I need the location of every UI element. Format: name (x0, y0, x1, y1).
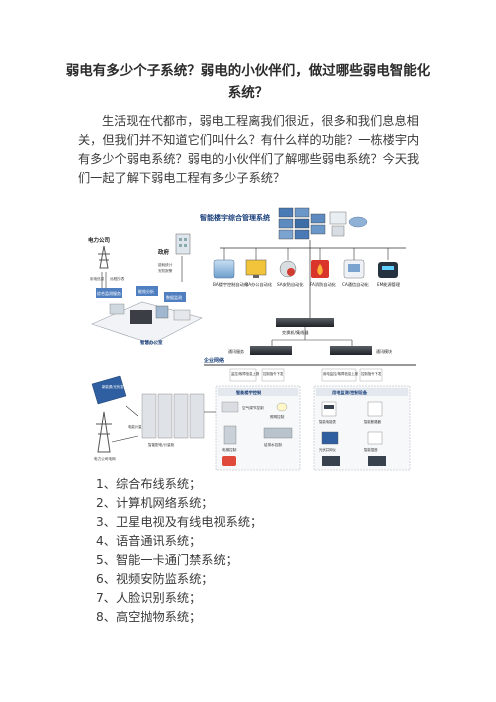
top-title: 智能楼宇综合管理系统 (200, 213, 270, 222)
power-label-2: 远程抄表 (110, 276, 125, 281)
monitor-wall (278, 207, 326, 240)
government-label: 政府 (158, 248, 170, 256)
article-title-line-1: 弱电有多少个子系统？弱电的小伙伴们，做过哪些弱电智能化 (65, 63, 431, 79)
list-item: 4、语音通讯系统； (96, 534, 202, 548)
list-item: 5、智能一卡通门禁系统； (96, 553, 238, 567)
office-tag-2 (136, 286, 158, 296)
subsystem-fa: FA消防自动化 (310, 248, 337, 288)
subsystem-ba-label: BA楼宇控制自动化 (213, 281, 249, 288)
uplink-labels: 监控/故障信息上报 控制指令下发 用电监控/故障信息上报 控制指令下发 (229, 368, 383, 382)
left-item-4: 给排水控制 (264, 442, 282, 447)
right-item-4: 智能插座 (364, 447, 378, 452)
switch-icon (276, 318, 334, 327)
article-title: 弱电有多少个子系统？弱电的小伙伴们，做过哪些弱电智能化 系统？ (60, 60, 436, 104)
power-company-block: 电力公司 用电信息 远程抄表 (88, 236, 125, 294)
left-gateway-icon (250, 346, 292, 355)
office-tag-2-text: 能效分析 (138, 288, 154, 294)
oa-icon (245, 259, 267, 276)
management-system: 智能楼宇综合管理系统 (200, 207, 368, 240)
list-item: 3、卫星电视及有线电视系统； (96, 515, 263, 529)
power-source-block: 新能源/光伏发电 电力公司电网 电能计量 智能配电/计量柜 (91, 375, 216, 461)
pump-icon (263, 427, 293, 439)
uplink-label-4: 控制指令下发 (361, 371, 382, 376)
gov-label-1: 能耗统计 (158, 262, 173, 267)
right-gateway-icon (330, 346, 372, 355)
office-caption: 智慧办公室 (140, 339, 163, 346)
grid-tower-icon (96, 411, 112, 453)
power-label-1: 用电信息 (90, 276, 105, 281)
ac-icon (221, 401, 239, 413)
right-item-1: 智能电能表 (319, 419, 337, 424)
government-block: 政府 能耗统计 安防报警 (158, 233, 191, 282)
cabinet-1 (141, 393, 157, 439)
right-gateway-label: 通讯模块 (376, 348, 392, 354)
list-item: 2、计算机网络系统； (96, 496, 214, 510)
right-box-title: 用电监测/控制设备 (332, 389, 368, 396)
subsystem-ca: CA通信自动化 (342, 248, 370, 288)
list-item: 6、视频安防监系统； (96, 572, 214, 586)
power-company-label: 电力公司 (88, 236, 110, 244)
left-item-3: 电梯控制 (222, 447, 237, 452)
list-item: 7、人脸识别系统； (96, 591, 202, 605)
office-tag-3 (164, 292, 186, 302)
meter-caption: 智能配电/计量柜 (148, 442, 175, 447)
list-item: 1、综合布线系统； (96, 477, 202, 491)
office-tag-1 (96, 288, 122, 298)
office-tag-3-text: 数据监测 (166, 294, 182, 300)
network-label: 企业网络 (203, 357, 224, 364)
power-tower-icon (98, 245, 110, 269)
office-tag-1-text: 综合监测服务 (97, 290, 121, 296)
subsystem-fa-label: FA消防自动化 (310, 281, 337, 288)
uplink-label-3: 用电监控/故障信息上报 (323, 371, 359, 376)
left-box-title: 智能楼宇控制 (236, 389, 261, 396)
subsystem-em-label: EM能源管理 (377, 281, 401, 288)
subsystem-ba: BA楼宇控制自动化 (213, 248, 249, 288)
metering-label: 电能计量 (128, 424, 142, 429)
smart-office-block: 综合监测服务 能效分析 数据监测 智慧办公室 (91, 286, 203, 346)
solar-label: 新能源/光伏发电 (102, 384, 127, 389)
article-title-line-2: 系统？ (227, 85, 269, 101)
smart-building-diagram: 智能楼宇综合管理系统 电力公司 用电信息 远程抄表 政府 能耗统计 安防报警 (88, 207, 416, 471)
subsystem-oa: OA办公自动化 (245, 248, 273, 288)
subsystem-em: EM能源管理 (377, 248, 401, 288)
subsystem-list: 1、综合布线系统； 2、计算机网络系统； 3、卫星电视及有线电视系统； 4、语音… (96, 475, 262, 627)
left-item-2: 照明控制 (270, 414, 285, 419)
router-icon (348, 216, 368, 228)
right-item-3: 光伏并网仪 (319, 447, 337, 452)
government-building-icon (175, 233, 191, 255)
smart-socket-icon (367, 431, 383, 445)
grid-label: 电力公司电网 (94, 456, 116, 461)
breaker-icon (367, 401, 383, 417)
subsystem-sa-label: SA安防自动化 (277, 281, 304, 288)
intro-paragraph: 生活现在代都市，弱电工程离我们很近，很多和我们息息相关，但我们并不知道它们叫什么… (78, 114, 420, 185)
gov-label-2: 安防报警 (158, 268, 173, 273)
switch-label: 交换机/集线器 (282, 329, 309, 336)
subsystem-sa: SA安防自动化 (277, 248, 304, 288)
uplink-label-1: 监控/故障信息上报 (231, 371, 260, 376)
central-switch: 交换机/集线器 (276, 318, 334, 336)
left-gateway-label: 通讯服务 (228, 348, 244, 354)
uplink-label-2: 控制指令下发 (263, 371, 284, 376)
left-item-1: 空气调节控制 (242, 405, 264, 410)
subsystems-row: BA楼宇控制自动化 OA办公自动化 SA安防自动化 FA消防自动化 CA通信自动… (213, 240, 406, 288)
right-gateway: 通讯模块 (330, 346, 392, 355)
pv-monitor-icon (321, 431, 339, 445)
right-item-2: 智能断路器 (364, 419, 382, 424)
light-icon (276, 402, 288, 412)
solar-panel-icon (91, 375, 127, 405)
cabinet-2 (157, 393, 173, 439)
cabinet-4 (189, 393, 205, 439)
subsystem-oa-label: OA办公自动化 (245, 281, 273, 288)
elevator-icon (223, 425, 237, 445)
ba-icon (213, 259, 235, 279)
cabinet-3 (173, 393, 189, 439)
list-item: 8、高空抛物系统； (96, 610, 202, 624)
building-control-box: 智能楼宇控制 空气调节控制 照明控制 电梯控制 给排水控制 (215, 385, 301, 471)
power-monitor-box: 用电监测/控制设备 智能电能表 智能断路器 光伏并网仪 智能插座 (313, 385, 411, 471)
subsystem-ca-label: CA通信自动化 (342, 281, 370, 288)
left-gateway: 通讯服务 (228, 346, 292, 355)
workstation-icon (329, 211, 347, 225)
